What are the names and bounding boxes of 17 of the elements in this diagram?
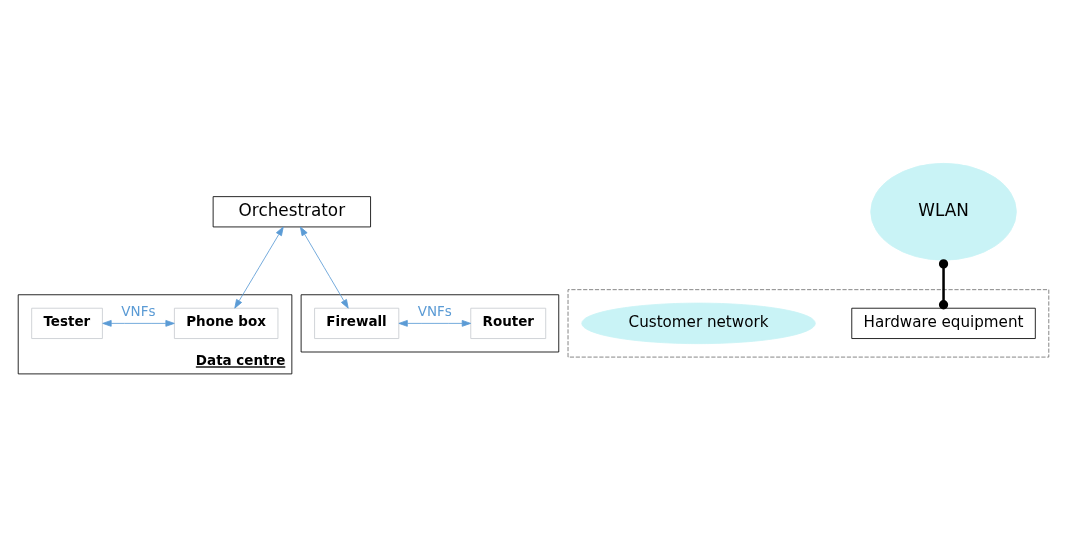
arrow <box>234 226 284 309</box>
cluster <box>567 289 1050 358</box>
node-ellipse: WLAN <box>870 162 1017 261</box>
arrow <box>102 320 175 327</box>
arrow <box>299 226 349 309</box>
node-box: Orchestrator <box>212 196 371 228</box>
arrow <box>398 320 472 327</box>
node-box: Tester <box>31 307 103 339</box>
node-box: Phone box <box>174 307 279 339</box>
node-ellipse: Customer network <box>581 302 816 345</box>
edge-label: VNFs <box>121 303 156 320</box>
node-box: Firewall <box>314 307 400 339</box>
connector <box>938 259 949 310</box>
node-box: Router <box>470 307 547 339</box>
cluster <box>300 294 560 353</box>
edge-label: VNFs <box>417 303 452 320</box>
node-box: Hardware equipment <box>851 307 1036 339</box>
